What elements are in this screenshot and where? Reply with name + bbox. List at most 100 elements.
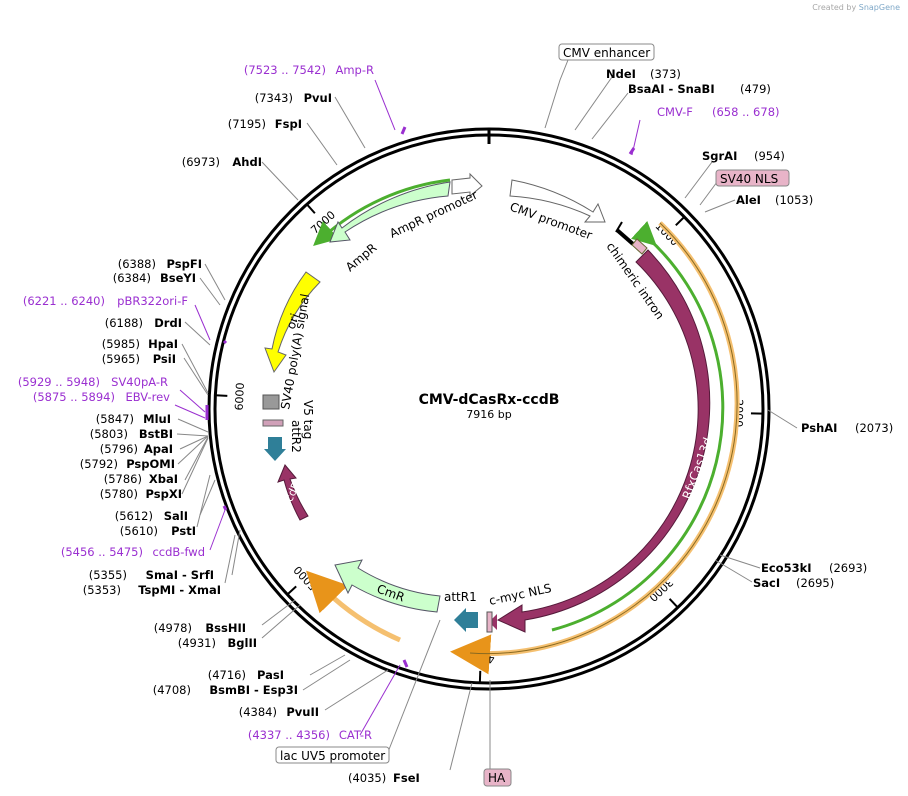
snapgene-logo-text: SnapGene bbox=[858, 3, 900, 12]
lac-uv5-label: lac UV5 promoter bbox=[280, 749, 385, 763]
site-name-ndei: NdeI bbox=[606, 67, 636, 81]
primer-pos-pbr322ori-f: (6221 .. 6240) bbox=[23, 294, 105, 308]
site-pos-bglii: (4931) bbox=[178, 636, 216, 650]
primer-pos-amp-r: (7523 .. 7542) bbox=[244, 63, 326, 77]
plasmid-name: CMV-dCasRx-ccdB bbox=[419, 392, 560, 408]
site-pos-pvuii: (4384) bbox=[239, 705, 277, 719]
site-pos-drdi: (6188) bbox=[105, 316, 143, 330]
scale-tick bbox=[306, 203, 316, 214]
site-pos-pvui: (7343) bbox=[255, 91, 293, 105]
feature-label-ori: ori bbox=[284, 312, 302, 331]
site-name-pspfi: PspFI bbox=[167, 257, 202, 271]
site-name-pspomi: PspOMI bbox=[126, 457, 175, 471]
primer-name-ebv-rev: EBV-rev bbox=[125, 390, 170, 404]
site-name-smai: SmaI - SrfI bbox=[146, 568, 214, 582]
leader-lines bbox=[176, 59, 798, 771]
cmv-promoter-arrow bbox=[509, 179, 606, 223]
site-pos-hpai: (5985) bbox=[102, 337, 140, 351]
site-name-bseyi: BseYI bbox=[160, 271, 196, 285]
feature-label-attr1: attR1 bbox=[444, 590, 477, 604]
primer-name-cat-r: CAT-R bbox=[339, 728, 372, 742]
ori-arrow bbox=[264, 271, 321, 374]
sv40-nls-box bbox=[715, 169, 790, 187]
primer-pos-cmv-f: (658 .. 678) bbox=[712, 105, 780, 119]
site-pos-saci: (2695) bbox=[796, 576, 834, 590]
site-pos-bsmbi: (4708) bbox=[153, 683, 191, 697]
site-pos-pasi: (4716) bbox=[208, 668, 246, 682]
primer-pos-ebv-rev: (5875 .. 5894) bbox=[33, 390, 115, 404]
sv40-polya-box bbox=[262, 394, 280, 410]
site-name-psti: PstI bbox=[171, 524, 196, 538]
site-name-pvuii: PvuII bbox=[286, 705, 319, 719]
site-pos-xbai: (5786) bbox=[104, 472, 142, 486]
site-pos-alei: (1053) bbox=[775, 193, 813, 207]
site-name-bsshii: BssHII bbox=[205, 621, 246, 635]
feature-label-c-myc-nls: c-myc NLS bbox=[488, 581, 553, 608]
site-pos-apai: (5796) bbox=[100, 442, 138, 456]
scale-tick bbox=[286, 585, 297, 596]
site-labels: (373) NdeI BsaAI - SnaBI (479) CMV-F (65… bbox=[348, 67, 893, 785]
v5-tag-box bbox=[262, 419, 284, 427]
chimeric-intron-bar bbox=[615, 228, 635, 246]
site-labels-left: (4337 .. 4356) CAT-R (4384) PvuII (4708)… bbox=[18, 63, 374, 742]
site-pos-mlui: (5847) bbox=[96, 412, 134, 426]
feature-label-v5-tag: V5 tag bbox=[301, 400, 315, 439]
primer-name-ccdb-fwd: ccdB-fwd bbox=[152, 545, 205, 559]
site-pos-ahdi: (6973) bbox=[182, 155, 220, 169]
scale-tick bbox=[675, 216, 686, 227]
site-pos-smai: (5355) bbox=[89, 568, 127, 582]
ha-box bbox=[483, 768, 512, 787]
site-pos-bsaai: (479) bbox=[740, 82, 771, 96]
site-pos-bsshii: (4978) bbox=[154, 621, 192, 635]
site-pos-pshai: (2073) bbox=[855, 421, 893, 435]
credit-prefix: Created by bbox=[812, 3, 857, 12]
feature-label-sv40-polya: SV40 poly(A) signal bbox=[278, 293, 312, 411]
scale-tick bbox=[668, 598, 679, 609]
site-name-pasi: PasI bbox=[257, 668, 284, 682]
plasmid-length: 7916 bp bbox=[466, 408, 511, 421]
site-name-drdi: DrdI bbox=[154, 316, 182, 330]
site-name-fspi: FspI bbox=[275, 117, 302, 131]
ampr-arrow bbox=[329, 181, 451, 243]
primer-name-pbr322ori-f: pBR322ori-F bbox=[117, 294, 188, 308]
site-name-pshai: PshAI bbox=[801, 421, 837, 435]
green-feature-arc-left bbox=[313, 178, 451, 247]
site-name-bglii: BglII bbox=[228, 636, 258, 650]
c-myc-nls-arrow bbox=[489, 614, 497, 630]
cmr-arrow bbox=[334, 559, 441, 613]
site-name-sgrai: SgrAI bbox=[702, 149, 737, 163]
sv40-nls-label: SV40 NLS bbox=[720, 172, 778, 186]
attr1-arrow bbox=[454, 608, 478, 632]
green-feature-arc-right bbox=[551, 221, 725, 632]
site-pos-psii: (5965) bbox=[102, 352, 140, 366]
site-pos-ndei: (373) bbox=[650, 67, 681, 81]
site-pos-fspi: (7195) bbox=[228, 117, 266, 131]
ha-label: HA bbox=[488, 771, 506, 785]
site-name-xbai: XbaI bbox=[149, 472, 178, 486]
site-name-bsaai: BsaAI - SnaBI bbox=[628, 82, 715, 96]
primer-pos-sv40pa-r: (5929 .. 5948) bbox=[18, 375, 100, 389]
ampr-promoter-arrow bbox=[451, 172, 483, 198]
primer-pos-ccdb-fwd: (5456 .. 5475) bbox=[61, 545, 143, 559]
site-pos-sali: (5612) bbox=[115, 509, 153, 523]
primer-marks bbox=[205, 126, 636, 668]
primer-name-sv40pa-r: SV40pA-R bbox=[111, 375, 168, 389]
snapgene-credit: Created by SnapGene bbox=[812, 3, 900, 12]
site-pos-tspmi: (5353) bbox=[83, 583, 121, 597]
site-name-hpai: HpaI bbox=[148, 337, 178, 351]
site-name-pvui: PvuI bbox=[304, 91, 332, 105]
site-pos-psti: (5610) bbox=[120, 524, 158, 538]
primer-name-amp-r: Amp-R bbox=[335, 63, 374, 77]
site-name-sali: SalI bbox=[164, 509, 188, 523]
ccdb-arrow bbox=[277, 464, 309, 521]
cmv-enhancer-box bbox=[558, 43, 655, 61]
feature-label-rfxcas13d: RfxCas13d bbox=[680, 436, 715, 501]
site-pos-bseyi: (6384) bbox=[113, 271, 151, 285]
site-pos-pspxi: (5780) bbox=[100, 487, 138, 501]
site-name-alei: AleI bbox=[736, 193, 761, 207]
site-pos-bstbi: (5803) bbox=[90, 427, 128, 441]
attr2-arrow bbox=[264, 437, 286, 461]
site-name-mlui: MluI bbox=[143, 412, 171, 426]
primer-pos-cat-r: (4337 .. 4356) bbox=[248, 728, 330, 742]
